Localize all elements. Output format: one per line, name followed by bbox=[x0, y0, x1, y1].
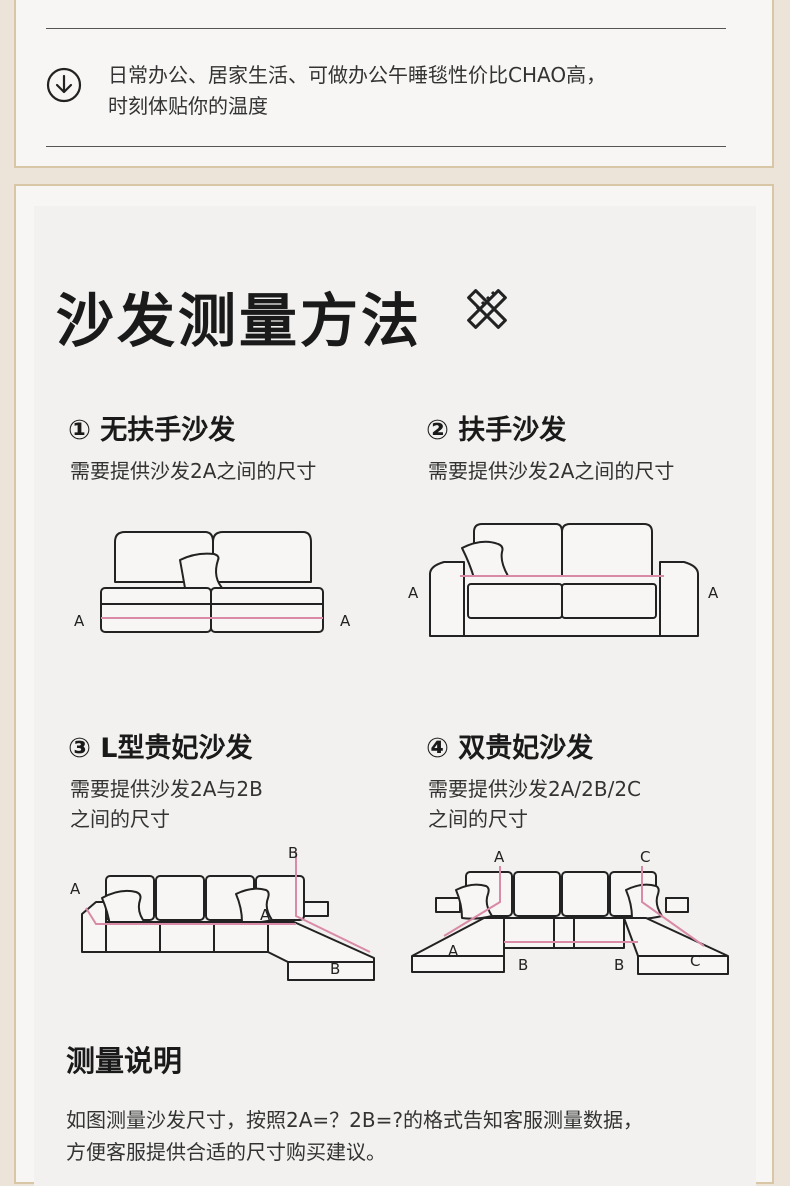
notes-line-1: 如图测量沙发尺寸，按照2A=？2B=?的格式告知客服测量数据， bbox=[66, 1108, 643, 1132]
section-1-title: ① 无扶手沙发 bbox=[68, 415, 236, 446]
section-1-label-a-right: A bbox=[340, 612, 351, 630]
section-4-desc: 需要提供沙发2A/2B/2C 之间的尺寸 bbox=[428, 774, 641, 834]
armless-sofa-diagram: A A bbox=[74, 531, 351, 633]
section-3-label-b-top: B bbox=[288, 844, 298, 862]
double-chaise-sofa-diagram: A A B B C C bbox=[411, 848, 729, 975]
section-3-desc: 需要提供沙发2A与2B 之间的尺寸 bbox=[70, 774, 263, 834]
notes-text: 如图测量沙发尺寸，按照2A=？2B=?的格式告知客服测量数据， 方便客服提供合适… bbox=[66, 1104, 643, 1168]
section-3-label-b-bottom: B bbox=[330, 960, 340, 978]
section-2-label-a-left: A bbox=[408, 584, 419, 602]
section-4-label-c-bottom: C bbox=[690, 952, 700, 970]
section-2-title: ② 扶手沙发 bbox=[426, 415, 567, 446]
section-4-label-c-top: C bbox=[640, 848, 650, 866]
section-4-title: ④ 双贵妃沙发 bbox=[426, 733, 594, 764]
bottom-divider bbox=[46, 146, 726, 147]
section-2-desc: 需要提供沙发2A之间的尺寸 bbox=[428, 459, 675, 483]
download-arrow-icon bbox=[46, 67, 82, 103]
section-4-label-a-bottom: A bbox=[448, 942, 459, 960]
section-1-desc: 需要提供沙发2A之间的尺寸 bbox=[70, 459, 317, 483]
section-3-label-a-left: A bbox=[70, 880, 81, 898]
section-3-desc-line-2: 之间的尺寸 bbox=[70, 807, 170, 831]
section-3-desc-line-1: 需要提供沙发2A与2B bbox=[70, 777, 263, 801]
section-3-title: ③ L型贵妃沙发 bbox=[68, 733, 253, 764]
ruler-pencil-icon bbox=[467, 289, 507, 329]
section-4-desc-line-2: 之间的尺寸 bbox=[428, 807, 528, 831]
measurement-card bbox=[34, 206, 756, 1186]
section-4-label-a-top: A bbox=[494, 848, 505, 866]
section-1-label-a-left: A bbox=[74, 612, 85, 630]
measurement-panel: 沙发测量方法 ① 无扶手沙发 需要提供沙发2A之间的尺寸 A A ② 扶手沙发 … bbox=[14, 184, 774, 1186]
intro-line-2: 时刻体贴你的温度 bbox=[108, 94, 268, 118]
section-4-label-b-right: B bbox=[614, 956, 624, 974]
section-2-label-a-right: A bbox=[708, 584, 719, 602]
intro-text: 日常办公、居家生活、可做办公午睡毯性价比CHAO高， 时刻体贴你的温度 bbox=[108, 60, 606, 122]
notes-title: 测量说明 bbox=[66, 1044, 183, 1078]
l-shaped-chaise-sofa-diagram: A A B B bbox=[70, 844, 375, 981]
notes-line-2: 方便客服提供合适的尺寸购买建议。 bbox=[66, 1140, 386, 1164]
section-4-desc-line-1: 需要提供沙发2A/2B/2C bbox=[428, 777, 642, 801]
section-3-label-a-inner: A bbox=[260, 906, 271, 924]
intro-line-1: 日常办公、居家生活、可做办公午睡毯性价比CHAO高， bbox=[108, 63, 607, 87]
page-title: 沙发测量方法 bbox=[56, 287, 423, 355]
top-divider bbox=[46, 28, 726, 29]
intro-panel: 日常办公、居家生活、可做办公午睡毯性价比CHAO高， 时刻体贴你的温度 bbox=[14, 0, 774, 168]
section-4-label-b-left: B bbox=[518, 956, 528, 974]
armrest-sofa-diagram: A A bbox=[408, 523, 719, 637]
